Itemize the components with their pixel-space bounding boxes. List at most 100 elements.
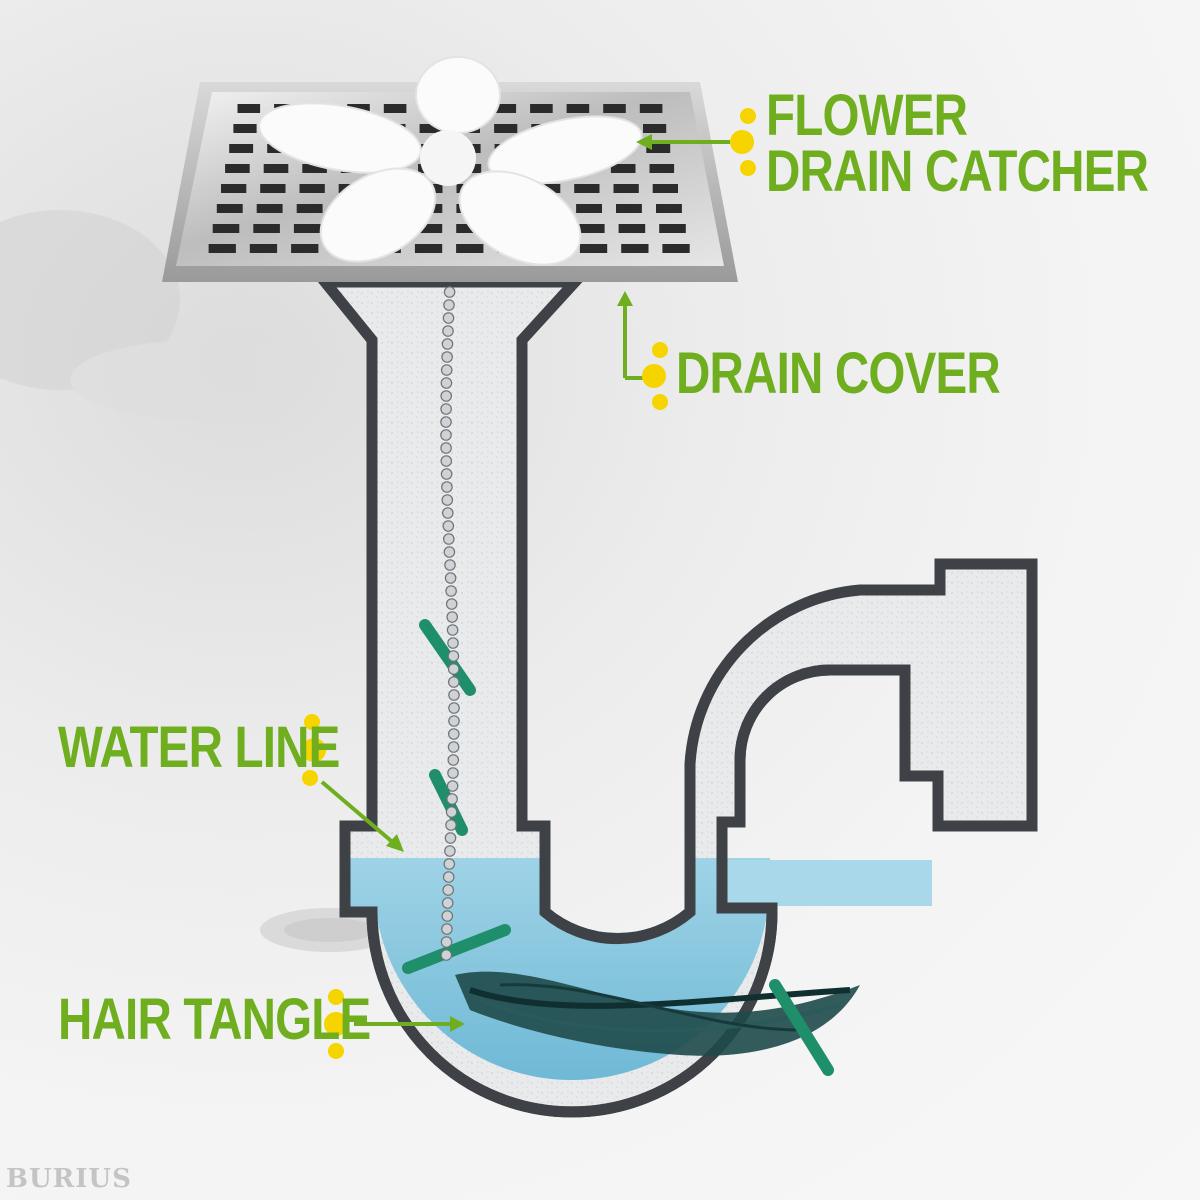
grate-slot (256, 204, 283, 213)
grate-slot (613, 184, 639, 193)
chain-ball (442, 312, 455, 324)
chain-ball (443, 546, 456, 558)
grate-slot (618, 224, 646, 233)
chain-ball (446, 780, 459, 792)
grate-slot (263, 164, 289, 173)
grate-slot (225, 164, 250, 173)
chain-ball (443, 299, 455, 311)
grate-slot (216, 204, 243, 213)
drain-cover-label: DRAIN COVER (676, 341, 1001, 406)
grate-slot (212, 224, 240, 233)
grate-slot (646, 144, 671, 153)
chain-ball (444, 832, 457, 844)
chain-ball (447, 650, 460, 662)
chain-ball (447, 663, 460, 675)
chain-ball (440, 429, 452, 441)
grate-slot (639, 104, 663, 113)
chain-ball (447, 741, 460, 753)
grate-slot (260, 184, 286, 193)
chain-ball (441, 923, 453, 935)
grate-slot (249, 244, 278, 253)
grate-slot (383, 104, 407, 113)
chain-ball (444, 559, 456, 571)
grate-slot (652, 184, 678, 193)
grate-slot (643, 124, 667, 133)
grate-slot (610, 164, 636, 173)
flower-label-line2: DRAIN CATCHER (766, 139, 1149, 204)
background-bathtub (0, 210, 400, 952)
chain-ball (447, 754, 460, 766)
chain-ball (442, 533, 455, 545)
callout-dots-icon (302, 108, 756, 1059)
grate-slot (296, 204, 323, 213)
chain-ball (441, 338, 454, 350)
grate-slot (253, 224, 280, 233)
chain-ball (444, 572, 457, 584)
chain-ball (446, 611, 458, 623)
grate-slot (659, 224, 686, 233)
chain-ball (448, 715, 460, 727)
chain-ball (444, 845, 456, 857)
chain-ball (447, 676, 460, 688)
chain-ball (446, 793, 458, 805)
chain-ball (448, 689, 460, 701)
hair-tangle-label: HAIR TANGLE (58, 987, 371, 1052)
grate-slot (576, 204, 602, 213)
grate-slot (456, 224, 483, 233)
flower-drain-catcher-icon (258, 56, 643, 266)
grate-slot (221, 184, 247, 193)
chain-ball (441, 910, 454, 922)
grate-slot (233, 124, 257, 133)
grate-slot (566, 104, 590, 113)
chain-ball (443, 286, 456, 298)
chain-ball (440, 949, 453, 961)
chain-ball (440, 390, 452, 402)
chain-ball (441, 494, 454, 506)
water-line-label: WATER LINE (58, 715, 340, 780)
pointer-arrow-icon (320, 134, 730, 1032)
grate-slot (579, 244, 608, 253)
chain-ball (447, 767, 459, 779)
grate-slot (414, 244, 443, 253)
chain-ball (443, 858, 456, 870)
chain-ball (446, 624, 459, 636)
chain-ball (440, 442, 452, 454)
chain-ball (447, 637, 459, 649)
grate-slot (456, 244, 484, 253)
grate-slot (603, 104, 626, 113)
chain-ball (442, 520, 455, 532)
chain-ball (445, 585, 457, 597)
chain-ball (442, 325, 454, 337)
grate-slot (302, 164, 327, 173)
chain-ball (440, 416, 452, 428)
ball-chain-icon (440, 286, 460, 961)
flower-drain-catcher-label: FLOWER DRAIN CATCHER (766, 87, 1149, 204)
chain-ball (440, 455, 453, 467)
grate-slot (229, 144, 254, 153)
chain-ball (448, 702, 460, 714)
grate-slot (656, 204, 682, 213)
grate-slot (208, 244, 236, 253)
chain-ball (440, 377, 453, 389)
grate-slot (574, 184, 600, 193)
chain-ball (447, 728, 460, 740)
grate-slot (494, 124, 518, 133)
grate-slot (299, 184, 325, 193)
grate-slot (530, 104, 553, 113)
grate-slot (649, 164, 675, 173)
grate-slot (291, 244, 319, 253)
chain-ball (441, 507, 454, 519)
grate-slot (493, 104, 517, 113)
chain-ball (440, 364, 453, 376)
chain-ball (445, 819, 457, 831)
chain-ball (441, 481, 453, 493)
grate-slot (419, 124, 443, 133)
grate-slot (293, 224, 321, 233)
chain-ball (445, 806, 458, 818)
chain-ball (442, 871, 455, 883)
grate-slot (662, 244, 690, 253)
chain-ball (440, 403, 452, 415)
chain-ball (442, 884, 454, 896)
grate-slot (621, 244, 649, 253)
